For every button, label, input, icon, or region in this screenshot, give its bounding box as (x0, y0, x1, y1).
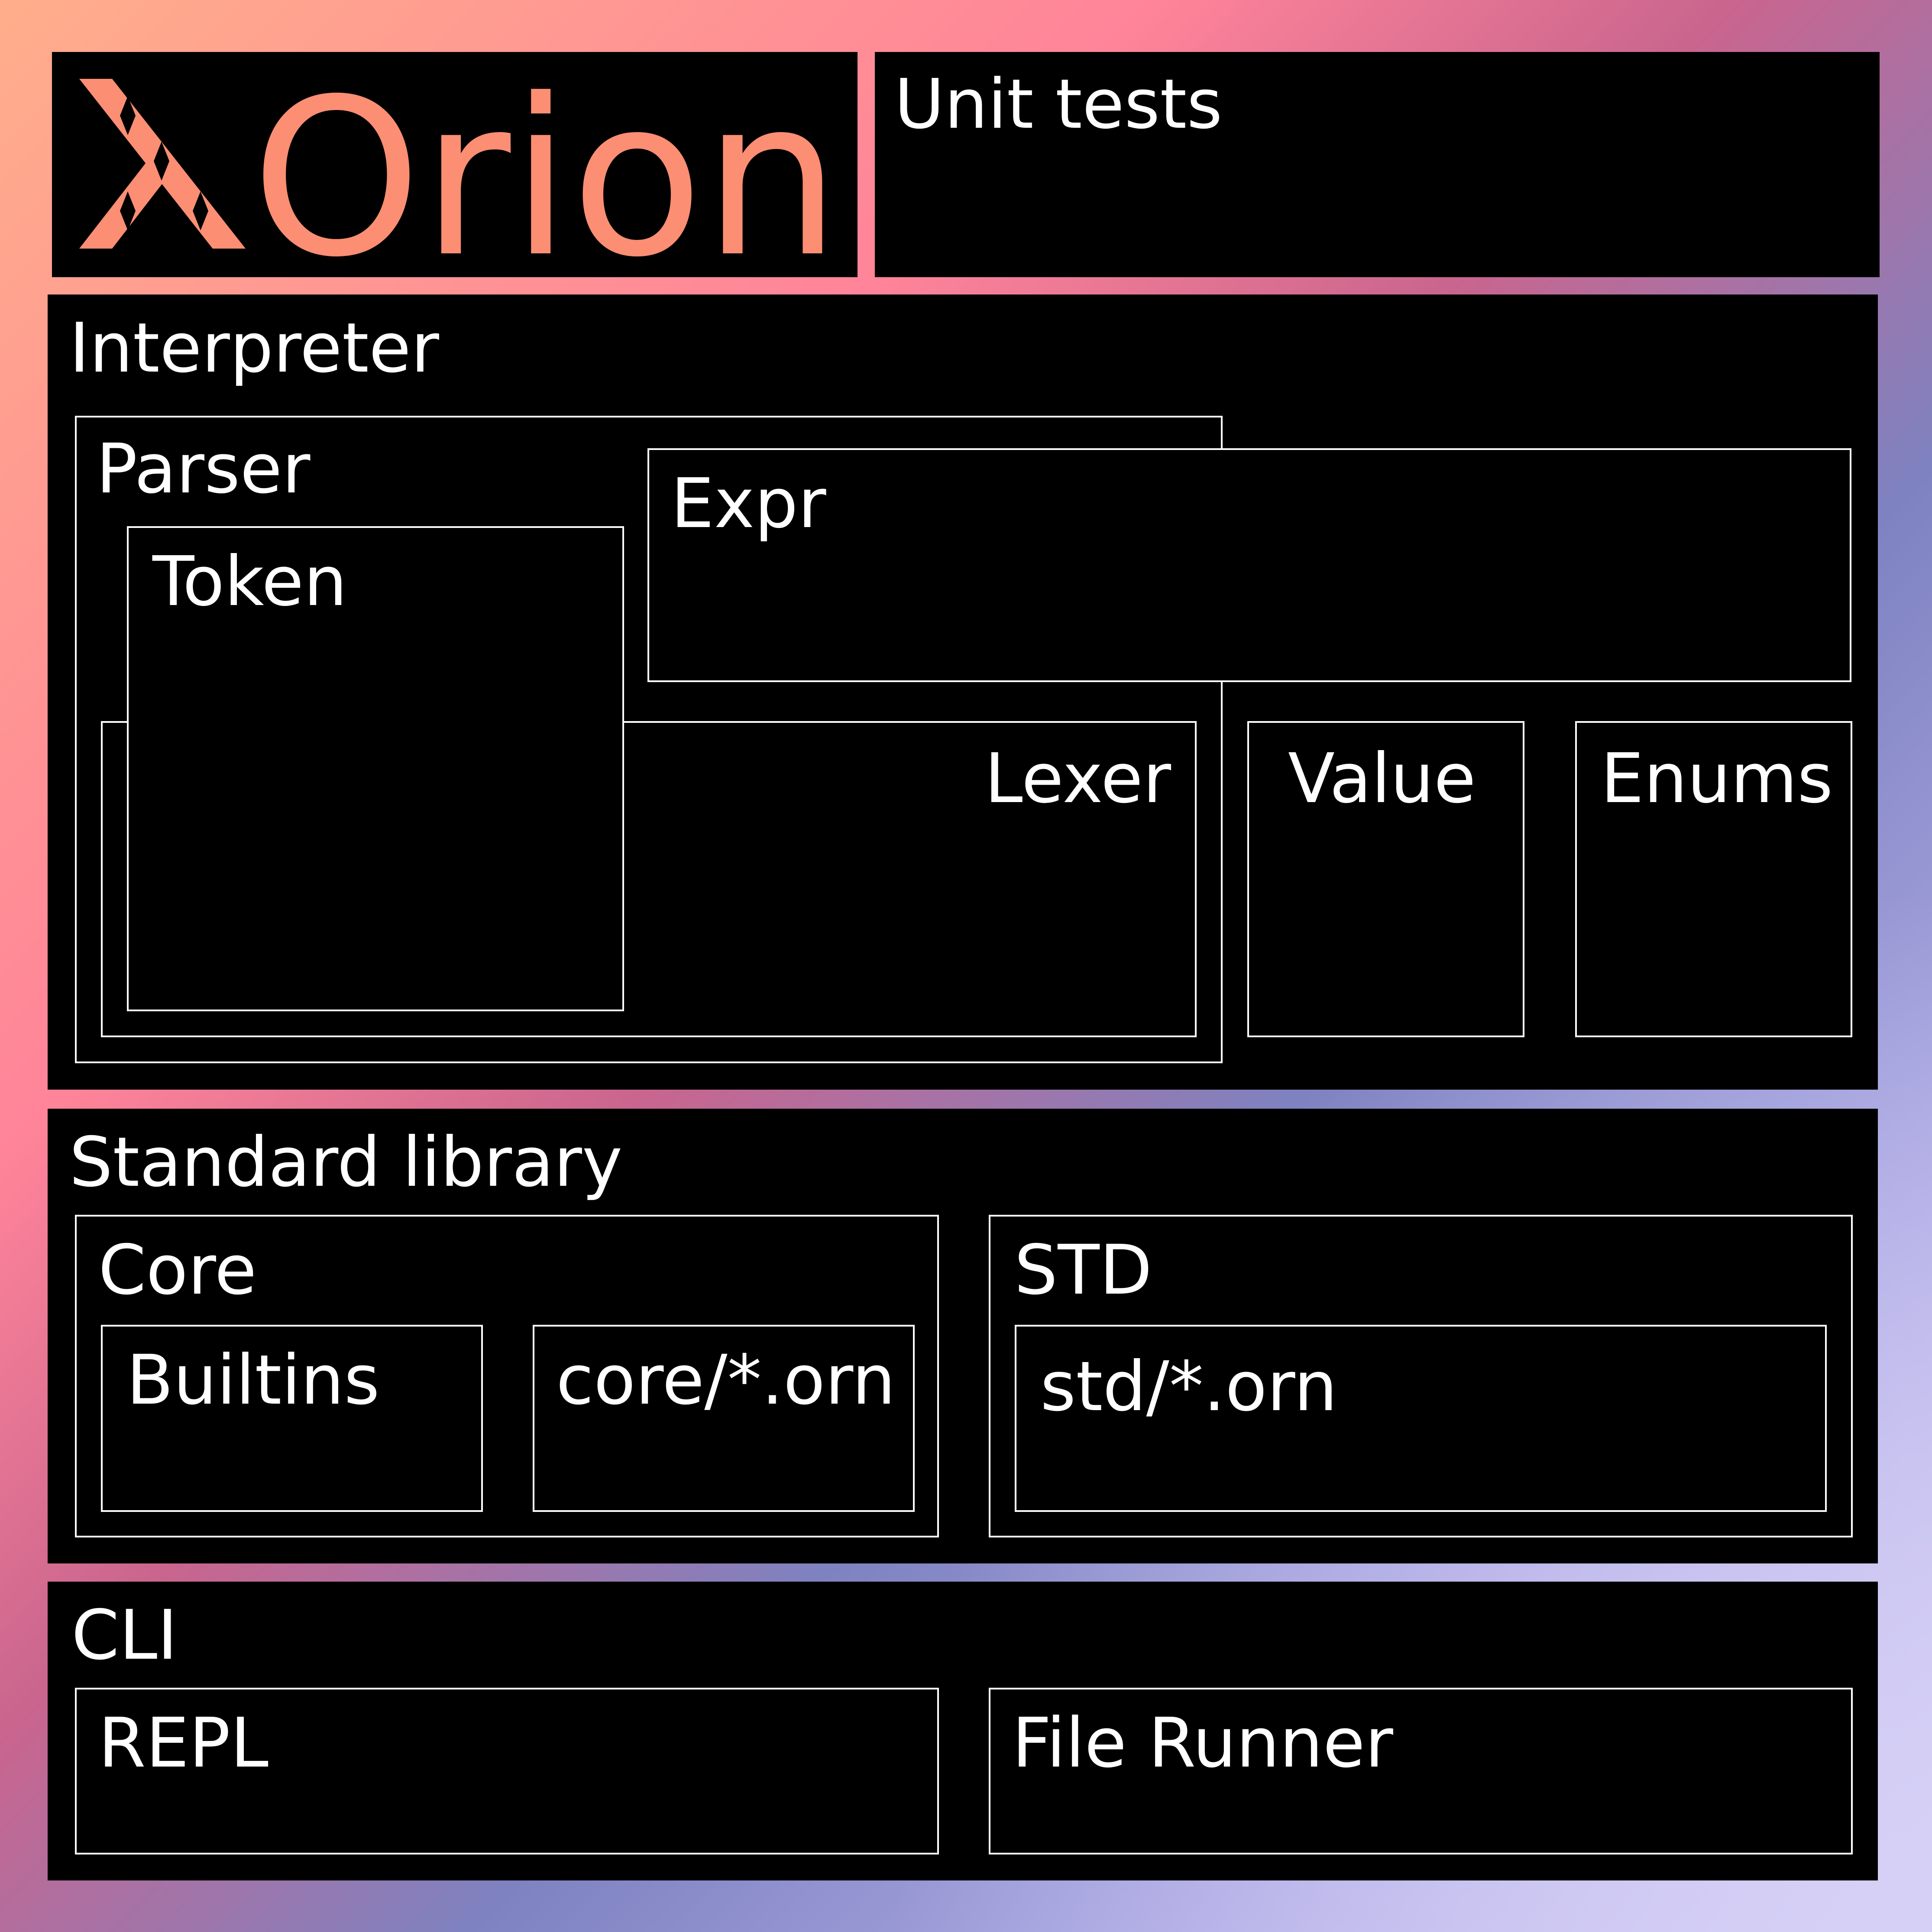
core-box: Core Builtins core/*.orn (75, 1215, 939, 1537)
interpreter-label: Interpreter (69, 308, 439, 388)
parser-label: Parser (96, 429, 311, 509)
std-files-box: std/*.orn (1015, 1325, 1827, 1512)
file-runner-label: File Runner (1012, 1703, 1393, 1783)
unit-tests-label: Unit tests (894, 65, 1223, 144)
core-files-label: core/*.orn (556, 1340, 896, 1420)
repl-box: REPL (75, 1688, 939, 1854)
cli-label: CLI (71, 1595, 178, 1675)
standard-library-label: Standard library (69, 1123, 623, 1202)
standard-library-panel: Standard library Core Builtins core/*.or… (48, 1109, 1878, 1563)
repl-label: REPL (98, 1703, 269, 1783)
expr-label: Expr (671, 464, 826, 544)
value-label: Value (1288, 739, 1476, 819)
value-box: Value (1247, 721, 1524, 1037)
unit-tests-panel: Unit tests (875, 52, 1880, 277)
brand-panel: Orion (52, 52, 858, 287)
std-files-label: std/*.orn (1040, 1347, 1338, 1427)
core-files-box: core/*.orn (533, 1325, 915, 1512)
lambda-diamond-icon (79, 79, 246, 249)
interpreter-panel: Interpreter Parser Lexer Token Expr Valu… (48, 294, 1878, 1090)
cli-panel: CLI REPL File Runner (48, 1582, 1878, 1880)
lexer-label: Lexer (984, 739, 1171, 819)
core-label: Core (98, 1230, 257, 1310)
brand-name: Orion (251, 52, 841, 304)
enums-label: Enums (1601, 739, 1833, 819)
builtins-label: Builtins (126, 1340, 380, 1420)
token-label: Token (152, 542, 347, 621)
enums-box: Enums (1575, 721, 1852, 1037)
std-box: STD std/*.orn (989, 1215, 1853, 1537)
std-label: STD (1014, 1230, 1152, 1310)
token-box: Token (127, 526, 624, 1011)
expr-box: Expr (647, 448, 1851, 682)
builtins-box: Builtins (101, 1325, 483, 1512)
file-runner-box: File Runner (989, 1688, 1853, 1854)
